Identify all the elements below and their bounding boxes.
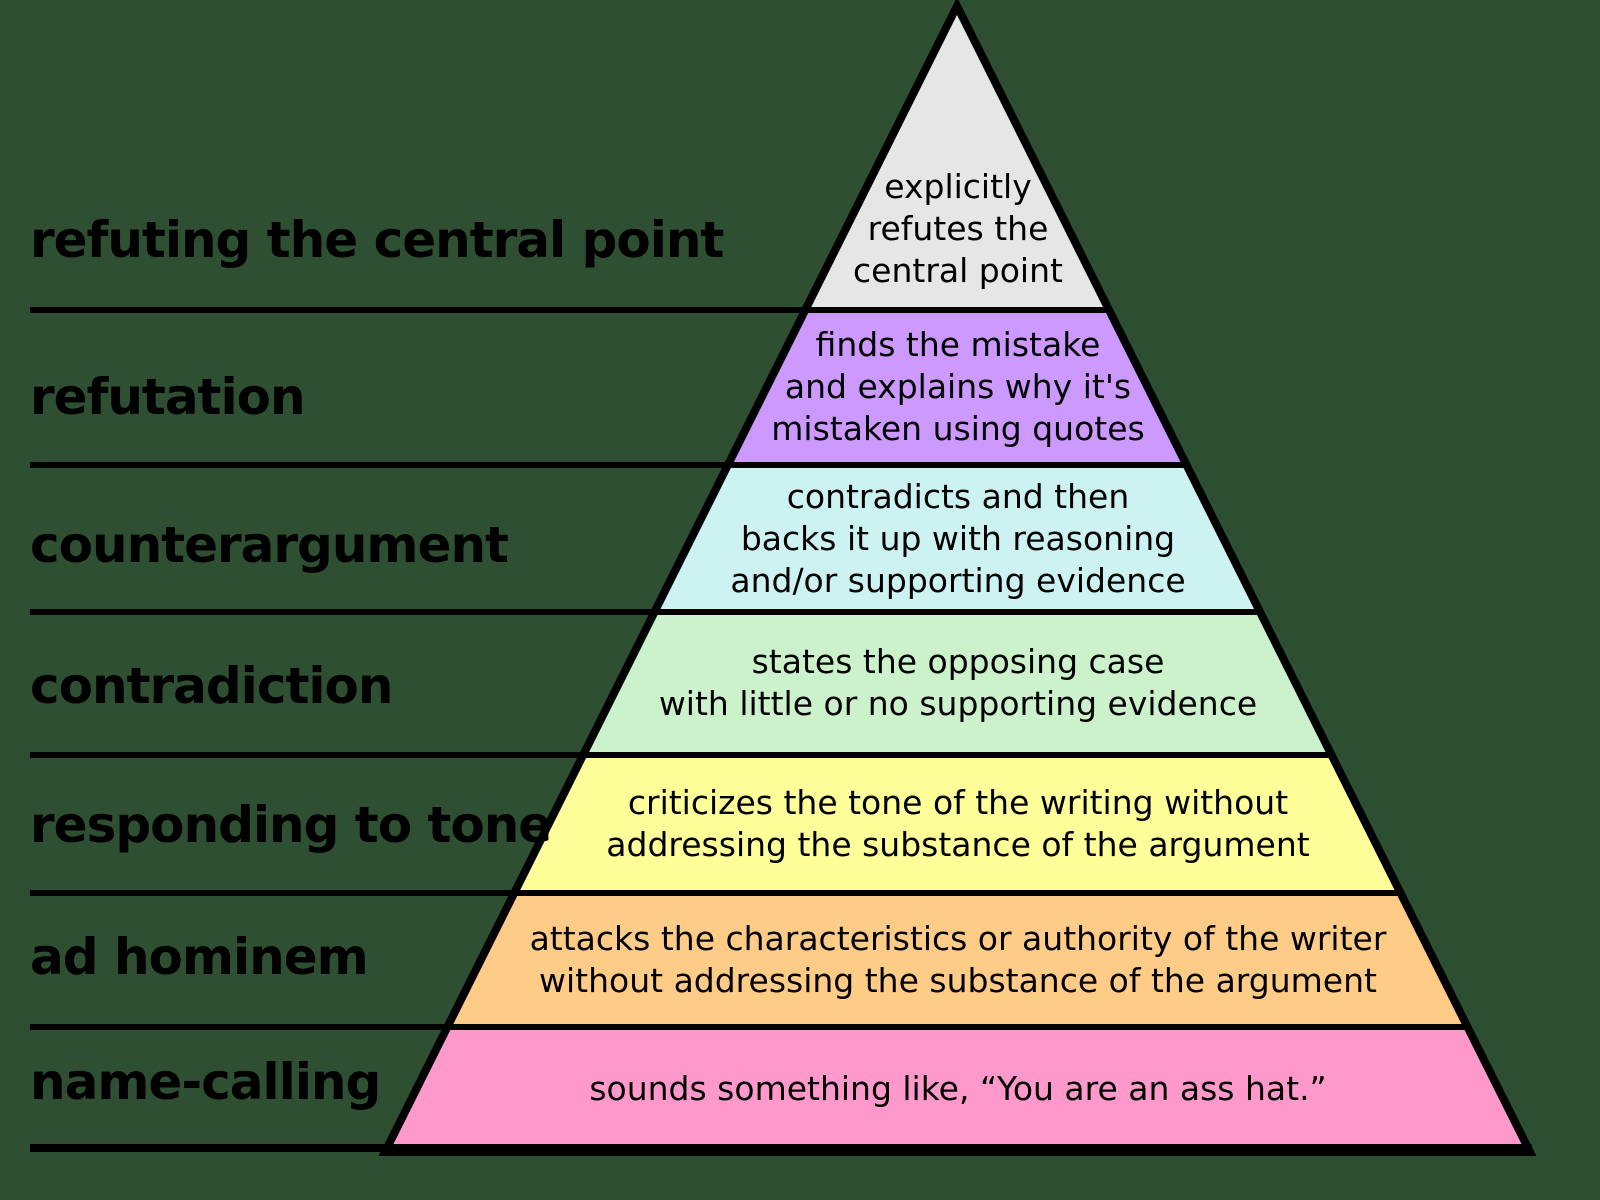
level-desc-ad-hominem: attacks the characteristics or authority… <box>530 918 1387 1002</box>
level-label-ad-hominem: ad hominem <box>30 928 369 986</box>
desc-line: backs it up with reasoning <box>740 519 1176 558</box>
desc-line: central point <box>853 251 1063 290</box>
desc-line: and explains why it's <box>784 367 1132 406</box>
desc-line: mistaken using quotes <box>771 409 1145 448</box>
level-label-counterargument: counterargument <box>30 516 509 574</box>
level-label-refuting-the-central-point: refuting the central point <box>30 211 724 269</box>
desc-line: refutes the <box>867 209 1049 248</box>
level-desc-name-calling: sounds something like, “You are an ass h… <box>589 1068 1326 1110</box>
desc-line: criticizes the tone of the writing witho… <box>627 783 1289 822</box>
level-desc-responding-to-tone: criticizes the tone of the writing witho… <box>606 782 1309 866</box>
pyramid-outline <box>378 0 1537 1156</box>
level-desc-refuting-the-central-point: explicitly refutes the central point <box>853 166 1063 292</box>
desc-line: without addressing the substance of the … <box>539 961 1377 1000</box>
level-label-contradiction: contradiction <box>30 657 393 715</box>
desc-line: with little or no supporting evidence <box>658 684 1258 723</box>
level-label-refutation: refutation <box>30 368 306 426</box>
level-band-ad-hominem <box>385 893 1530 1027</box>
desc-line: attacks the characteristics or authority… <box>529 919 1387 958</box>
level-desc-refutation: finds the mistake and explains why it's … <box>771 324 1144 450</box>
level-label-responding-to-tone: responding to tone <box>30 796 552 854</box>
level-desc-counterargument: contradicts and then backs it up with re… <box>730 476 1185 602</box>
level-label-name-calling: name-calling <box>30 1053 381 1111</box>
desc-line: states the opposing case <box>751 642 1165 681</box>
level-desc-contradiction: states the opposing case with little or … <box>659 641 1257 725</box>
level-band-name-calling <box>385 1027 1530 1152</box>
desc-line: contradicts and then <box>786 477 1130 516</box>
desc-line: and/or supporting evidence <box>730 561 1186 600</box>
desc-line: addressing the substance of the argument <box>606 825 1310 864</box>
desc-line: explicitly <box>884 167 1032 206</box>
desc-line: finds the mistake <box>815 325 1101 364</box>
desc-line: sounds something like, “You are an ass h… <box>589 1069 1327 1108</box>
